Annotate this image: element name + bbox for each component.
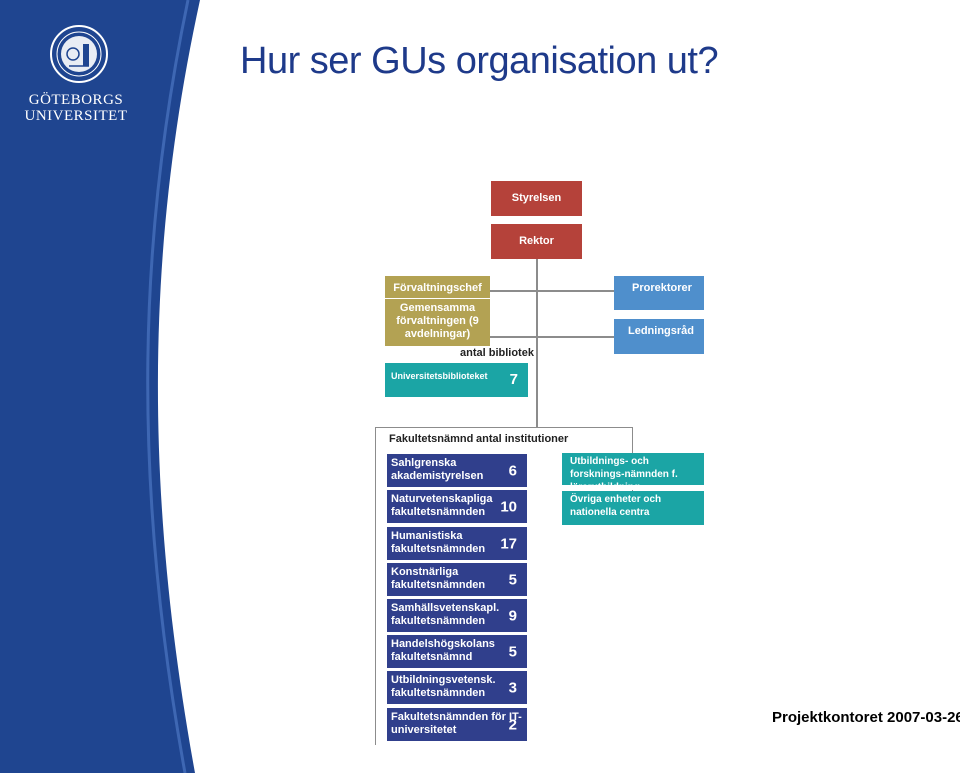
faculty-count: 2 xyxy=(508,716,517,733)
forvaltningschef-label: Förvaltningschef xyxy=(393,282,482,294)
universitetsbiblioteket-box: Universitetsbiblioteket 7 xyxy=(385,363,528,397)
faculty-frame xyxy=(375,427,633,745)
connector-ovriga xyxy=(632,484,633,492)
faculty-box-samhallsvetenskapl: Samhällsvetenskapl. fakultetsnämnden 9 xyxy=(387,599,527,632)
forvaltning-box: Förvaltningschef Gemensamma förvaltninge… xyxy=(385,276,490,346)
gemensamma-label: Gemensamma förvaltningen (9 avdelningar) xyxy=(396,302,479,340)
faculty-box-sahlgrenska: Sahlgrenska akademistyrelsen 6 xyxy=(387,454,527,487)
ovriga-box: Övriga enheter och nationella centra xyxy=(562,491,704,525)
sidebar-shape xyxy=(0,0,200,773)
faculty-name: Humanistiska fakultetsnämnden xyxy=(391,530,486,555)
connector-utbildnings xyxy=(632,427,633,453)
faculty-box-utbildningsvetensk: Utbildningsvetensk. fakultetsnämnden 3 xyxy=(387,671,527,704)
rektor-box: Rektor xyxy=(491,224,582,259)
faculty-name: Utbildningsvetensk. fakultetsnämnden xyxy=(391,674,496,699)
bibliotek-count: 7 xyxy=(509,371,518,388)
faculty-box-humanistiska: Humanistiska fakultetsnämnden 17 xyxy=(387,527,527,560)
faculty-count: 6 xyxy=(508,462,517,479)
forvaltning-divider xyxy=(385,298,490,299)
page-title: Hur ser GUs organisation ut? xyxy=(240,40,719,82)
faculty-box-it-universitetet: Fakultetsnämnden för IT-universitetet 2 xyxy=(387,708,527,741)
prorektorer-label: Prorektorer xyxy=(632,282,692,294)
styrelsen-label: Styrelsen xyxy=(511,192,562,204)
faculty-count: 5 xyxy=(508,643,517,660)
ovriga-label: Övriga enheter och nationella centra xyxy=(570,494,662,518)
faculty-count: 17 xyxy=(500,535,517,552)
faculty-name: Fakultetsnämnden för IT-universitetet xyxy=(391,711,522,736)
universitetsbiblioteket-label: Universitetsbiblioteket xyxy=(391,371,488,381)
faculty-name: Handelshögskolans fakultetsnämnd xyxy=(391,638,495,663)
utbildnings-box: Utbildnings- och forsknings-nämnden f. l… xyxy=(562,453,704,493)
footer-text: Projektkontoret 2007-03-26 xyxy=(772,709,960,726)
sidebar: GÖTEBORGS UNIVERSITET xyxy=(0,0,200,773)
connector-prorektorer xyxy=(490,290,614,292)
prorektorer-box: Prorektorer xyxy=(614,276,704,310)
antal-bibliotek-label: antal bibliotek xyxy=(460,347,534,359)
faculty-box-handelshogskolans: Handelshögskolans fakultetsnämnd 5 xyxy=(387,635,527,668)
utbildnings-label: Utbildnings- och forsknings-nämnden f. l… xyxy=(570,456,678,493)
faculty-name: Samhällsvetenskapl. fakultetsnämnden xyxy=(391,602,500,627)
ledningsrad-box: Ledningsråd xyxy=(614,319,704,354)
faculty-box-naturvetenskapliga: Naturvetenskapliga fakultetsnämnden 10 xyxy=(387,490,527,523)
ledningsrad-label: Ledningsråd xyxy=(628,325,695,337)
logo-line1: GÖTEBORGS xyxy=(28,92,124,108)
rektor-label: Rektor xyxy=(519,235,554,247)
faculty-name: Sahlgrenska akademistyrelsen xyxy=(391,457,484,482)
fakultetsnamnd-label: Fakultetsnämnd xyxy=(389,433,474,445)
faculty-name: Konstnärliga fakultetsnämnden xyxy=(391,566,486,591)
university-seal-icon xyxy=(49,24,109,84)
styrelsen-box: Styrelsen xyxy=(491,181,582,216)
faculty-count: 3 xyxy=(508,679,517,696)
faculty-box-konstnarliga: Konstnärliga fakultetsnämnden 5 xyxy=(387,563,527,596)
antal-institutioner-label: antal institutioner xyxy=(476,433,569,445)
connector-ledningsrad xyxy=(490,336,614,338)
faculty-count: 10 xyxy=(500,498,517,515)
faculty-count: 5 xyxy=(508,571,517,588)
logo-line2: UNIVERSITET xyxy=(24,108,128,124)
main-spine-line xyxy=(536,258,538,428)
faculty-name: Naturvetenskapliga fakultetsnämnden xyxy=(391,493,493,518)
faculty-count: 9 xyxy=(508,607,517,624)
